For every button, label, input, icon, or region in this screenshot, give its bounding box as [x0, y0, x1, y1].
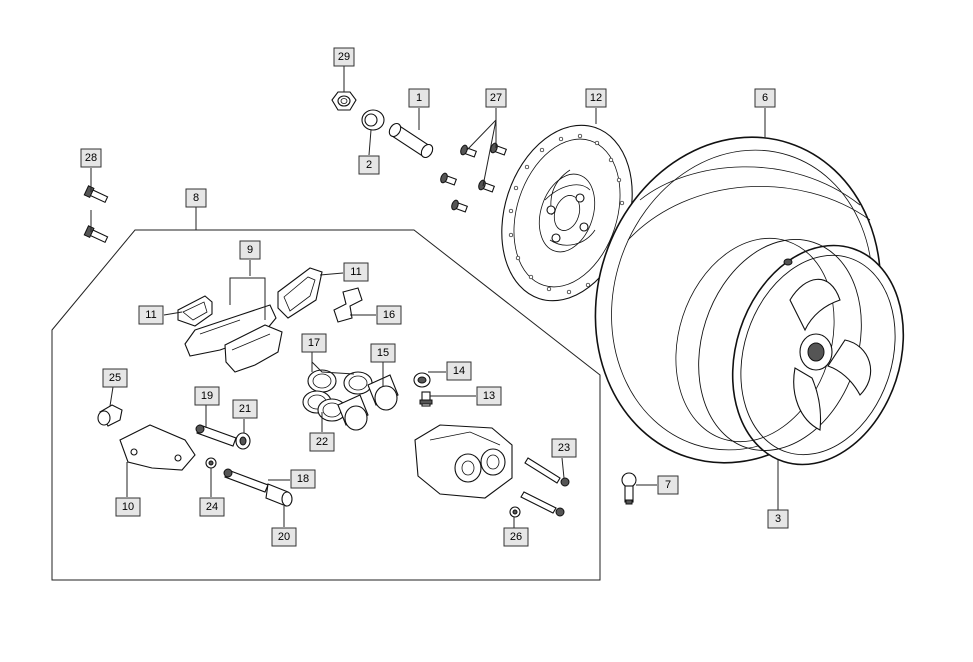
slide-pin-part-18	[223, 468, 269, 493]
svg-text:20: 20	[278, 531, 290, 543]
pistons-part-15	[337, 374, 399, 431]
callout-9: 9	[239, 240, 261, 260]
callout-11-left: 11	[138, 305, 164, 325]
nut-part-21	[235, 432, 251, 450]
callout-29: 29	[333, 47, 355, 67]
svg-text:8: 8	[193, 192, 199, 204]
callout-17: 17	[301, 333, 327, 353]
nut-part-29	[331, 91, 357, 111]
wheel-rim-part-3	[675, 237, 905, 466]
svg-text:29: 29	[338, 51, 350, 63]
svg-text:24: 24	[206, 501, 218, 513]
callout-15: 15	[370, 343, 396, 363]
callout-12: 12	[585, 88, 607, 108]
svg-text:18: 18	[297, 473, 309, 485]
bush-part-25	[97, 404, 123, 427]
svg-text:3: 3	[775, 513, 781, 525]
svg-text:27: 27	[490, 92, 502, 104]
callout-1: 1	[408, 88, 430, 108]
svg-text:25: 25	[109, 372, 121, 384]
callout-6: 6	[754, 88, 776, 108]
svg-text:28: 28	[85, 152, 97, 164]
svg-text:13: 13	[483, 390, 495, 402]
callout-20: 20	[271, 527, 297, 547]
callout-11-right: 11	[343, 262, 369, 282]
pin-part-19	[195, 424, 237, 447]
callout-21: 21	[232, 399, 258, 419]
svg-text:19: 19	[201, 390, 213, 402]
disc-bolts-part-27	[440, 142, 508, 213]
svg-text:15: 15	[377, 347, 389, 359]
bleeder-valve-part-13	[419, 391, 433, 407]
callout-19: 19	[194, 386, 220, 406]
svg-text:17: 17	[308, 337, 320, 349]
callout-24: 24	[199, 497, 225, 517]
svg-text:12: 12	[590, 92, 602, 104]
svg-text:14: 14	[453, 365, 465, 377]
callout-26: 26	[503, 527, 529, 547]
callout-2: 2	[358, 155, 380, 175]
axle-sleeve-part-1	[388, 122, 434, 159]
caliper-kit-boundary	[51, 229, 601, 581]
callout-13: 13	[476, 386, 502, 406]
boot-part-20	[265, 483, 293, 507]
caliper-bolts-part-28	[83, 185, 109, 244]
svg-text:9: 9	[247, 244, 253, 256]
bolts-part-23	[520, 457, 570, 517]
svg-text:23: 23	[558, 442, 570, 454]
svg-text:7: 7	[665, 479, 671, 491]
callout-7: 7	[657, 475, 679, 495]
svg-text:26: 26	[510, 531, 522, 543]
svg-text:21: 21	[239, 403, 251, 415]
callout-28: 28	[80, 148, 102, 168]
brake-disc-part-12	[501, 124, 633, 302]
nut-part-26	[509, 506, 521, 518]
svg-text:11: 11	[350, 266, 361, 278]
svg-text:6: 6	[762, 92, 768, 104]
pad-shim-left-part-11	[177, 295, 213, 327]
piston-seals-part-17	[307, 369, 373, 395]
callout-18: 18	[290, 469, 316, 489]
svg-text:1: 1	[416, 92, 422, 104]
caliper-bracket-part-10	[119, 424, 196, 471]
callout-25: 25	[102, 368, 128, 388]
pad-spring-part-16	[333, 287, 363, 323]
bleeder-cap-part-14	[413, 372, 431, 388]
callout-3: 3	[767, 509, 789, 529]
svg-text:16: 16	[383, 309, 395, 321]
svg-text:22: 22	[316, 436, 328, 448]
svg-text:10: 10	[122, 501, 134, 513]
leader-lines	[90, 66, 779, 528]
callout-22: 22	[309, 432, 335, 452]
piston-seals-part-22	[302, 390, 347, 422]
svg-text:11: 11	[145, 309, 156, 321]
brake-pads-part-9	[184, 304, 283, 373]
pad-shim-right-part-11	[277, 267, 323, 319]
caliper-body	[414, 424, 513, 499]
tyre-valve-part-7	[621, 472, 637, 505]
washer-part-24	[205, 457, 217, 469]
callout-16: 16	[376, 305, 402, 325]
callout-27: 27	[485, 88, 507, 108]
callout-23: 23	[551, 438, 577, 458]
spacer-ring-part-2	[361, 109, 385, 131]
callout-8: 8	[185, 188, 207, 208]
callout-10: 10	[115, 497, 141, 517]
svg-text:2: 2	[366, 159, 372, 171]
callout-14: 14	[446, 361, 472, 381]
